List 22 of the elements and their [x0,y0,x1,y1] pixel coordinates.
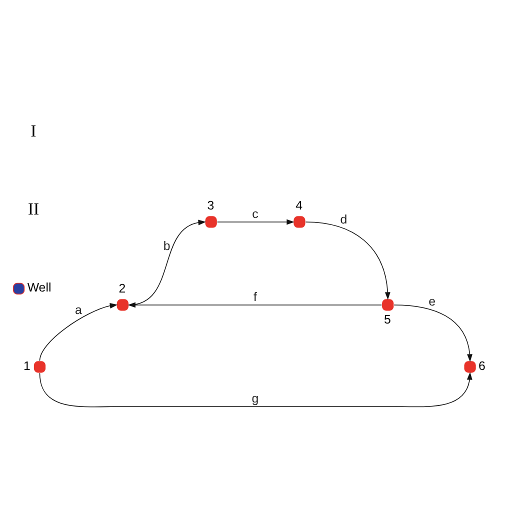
node-label: Well [27,280,52,294]
arrow [128,302,382,308]
edge-label: g [252,390,259,405]
arrow [394,304,472,362]
node-label: 2 [118,280,126,295]
edge-label: e [428,294,436,308]
edge-label: a [75,302,82,317]
edge-label: f [254,289,257,304]
arrow [39,302,118,361]
node-label: 5 [384,312,391,326]
edge-label: c [252,206,258,220]
label: II [28,199,40,218]
edge-label: d [340,212,348,226]
label: I [30,120,36,140]
node-label: 1 [23,358,30,372]
arrow [216,218,294,224]
node-label: 6 [478,358,486,372]
edge-label: b [163,238,170,252]
node-label: 3 [207,198,214,212]
arrow [39,372,472,407]
node-label: 4 [296,198,302,212]
arrow [305,221,390,300]
